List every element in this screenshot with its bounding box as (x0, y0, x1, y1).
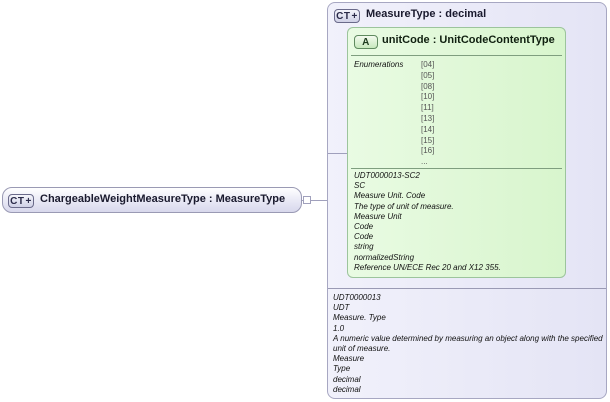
expand-plus-icon: + (351, 10, 358, 22)
doc-line: Measure (333, 354, 365, 364)
enumerations-label: Enumerations (354, 60, 404, 69)
doc-line: The type of unit of measure. (354, 201, 454, 211)
expand-plus-icon: + (25, 195, 32, 207)
badge-label: CT (336, 10, 351, 22)
measure-type-container[interactable]: CT+ MeasureType : decimal A unitCode : U… (327, 2, 607, 399)
complex-type-badge: CT+ (8, 194, 34, 208)
enumeration-value: [08] (421, 81, 435, 91)
doc-line: 1.0 (333, 323, 345, 333)
doc-line: UDT0000013-SC2 (354, 171, 420, 180)
chargeable-weight-measure-type-node[interactable]: CT+ ChargeableWeightMeasureType : Measur… (2, 187, 302, 213)
doc-line: Reference UN/ECE Rec 20 and X12 355. (354, 262, 501, 272)
enumeration-value: [04] (421, 60, 435, 69)
doc-line: A numeric value determined by measuring … (333, 333, 603, 354)
enumeration-value: [05] (421, 70, 435, 80)
doc-line: Type (333, 364, 351, 374)
node-title: ChargeableWeightMeasureType : MeasureTyp… (40, 193, 286, 205)
enumeration-value: ... (421, 157, 428, 167)
unit-code-documentation: UDT0000013-SC2 SC Measure Unit. Code The… (354, 171, 501, 273)
attribute-connector (328, 153, 347, 154)
doc-line: SC (354, 181, 366, 191)
attribute-badge: A (354, 35, 378, 49)
doc-line: UDT (333, 303, 350, 313)
badge-label: CT (10, 195, 25, 207)
measure-type-documentation: UDT0000013 UDT Measure. Type 1.0 A numer… (333, 293, 603, 395)
doc-line: Measure. Type (333, 313, 386, 323)
doc-line: UDT0000013 (333, 293, 381, 302)
complex-type-badge: CT+ (334, 9, 360, 23)
doc-line: Measure Unit (354, 211, 402, 221)
doc-line: Code (354, 222, 374, 232)
divider (351, 168, 562, 169)
doc-line: decimal (333, 374, 361, 384)
doc-line: normalizedString (354, 252, 415, 262)
enumeration-value: [16] (421, 146, 435, 156)
unit-code-title: unitCode : UnitCodeContentType (382, 34, 555, 46)
divider (328, 288, 606, 289)
enumeration-value: [10] (421, 92, 435, 102)
enumeration-value: [15] (421, 135, 435, 145)
doc-line: Measure Unit. Code (354, 191, 426, 201)
enumeration-value: [14] (421, 124, 435, 134)
doc-line: Code (354, 232, 374, 242)
enumerations-list: [04] [05] [08] [10] [11] [13] [14] [15] … (421, 60, 434, 168)
unit-code-attribute-box[interactable]: A unitCode : UnitCodeContentType Enumera… (347, 27, 566, 278)
connector-stub (303, 196, 311, 204)
connector-horizontal (302, 200, 327, 201)
divider (351, 55, 562, 56)
measure-type-title: MeasureType : decimal (366, 8, 487, 20)
enumeration-value: [13] (421, 113, 435, 123)
doc-line: string (354, 242, 374, 252)
doc-line: decimal (333, 384, 361, 394)
enumeration-value: [11] (421, 103, 434, 113)
